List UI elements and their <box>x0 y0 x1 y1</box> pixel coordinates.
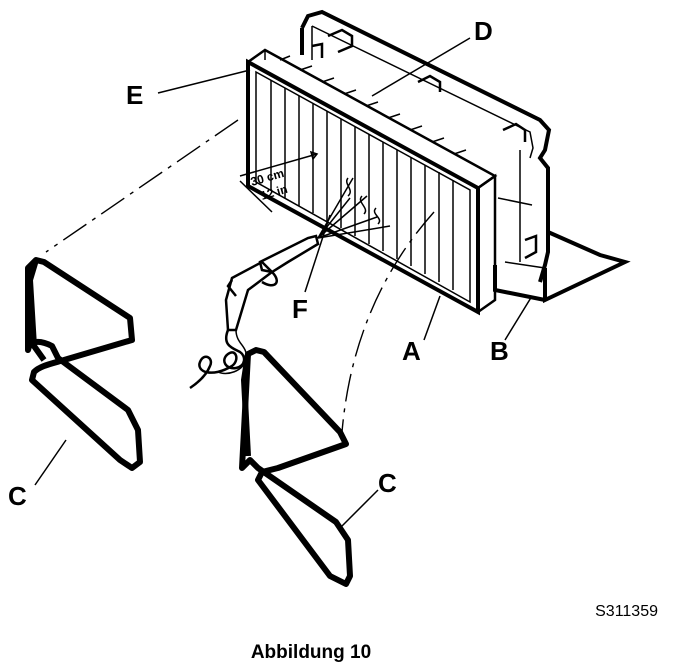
filter-housing <box>300 9 631 304</box>
callout-b: B <box>490 336 509 366</box>
callout-f: F <box>292 294 308 324</box>
drawing-code: S311359 <box>595 603 658 620</box>
callout-e: E <box>126 80 143 110</box>
callout-a: A <box>402 336 421 366</box>
seal-ring-left <box>25 257 143 471</box>
callout-d: D <box>474 16 493 46</box>
filter-pleats <box>270 55 467 290</box>
callout-c-left: C <box>8 481 27 511</box>
spray-gun-icon <box>189 234 320 390</box>
guide-lines <box>45 119 435 433</box>
water-spray <box>317 177 391 239</box>
figure-caption: Abbildung 10 <box>251 642 371 663</box>
pleated-filter <box>246 48 498 316</box>
callout-c-right: C <box>378 468 397 498</box>
seal-ring-right <box>239 347 353 587</box>
leader-lines <box>34 37 533 529</box>
